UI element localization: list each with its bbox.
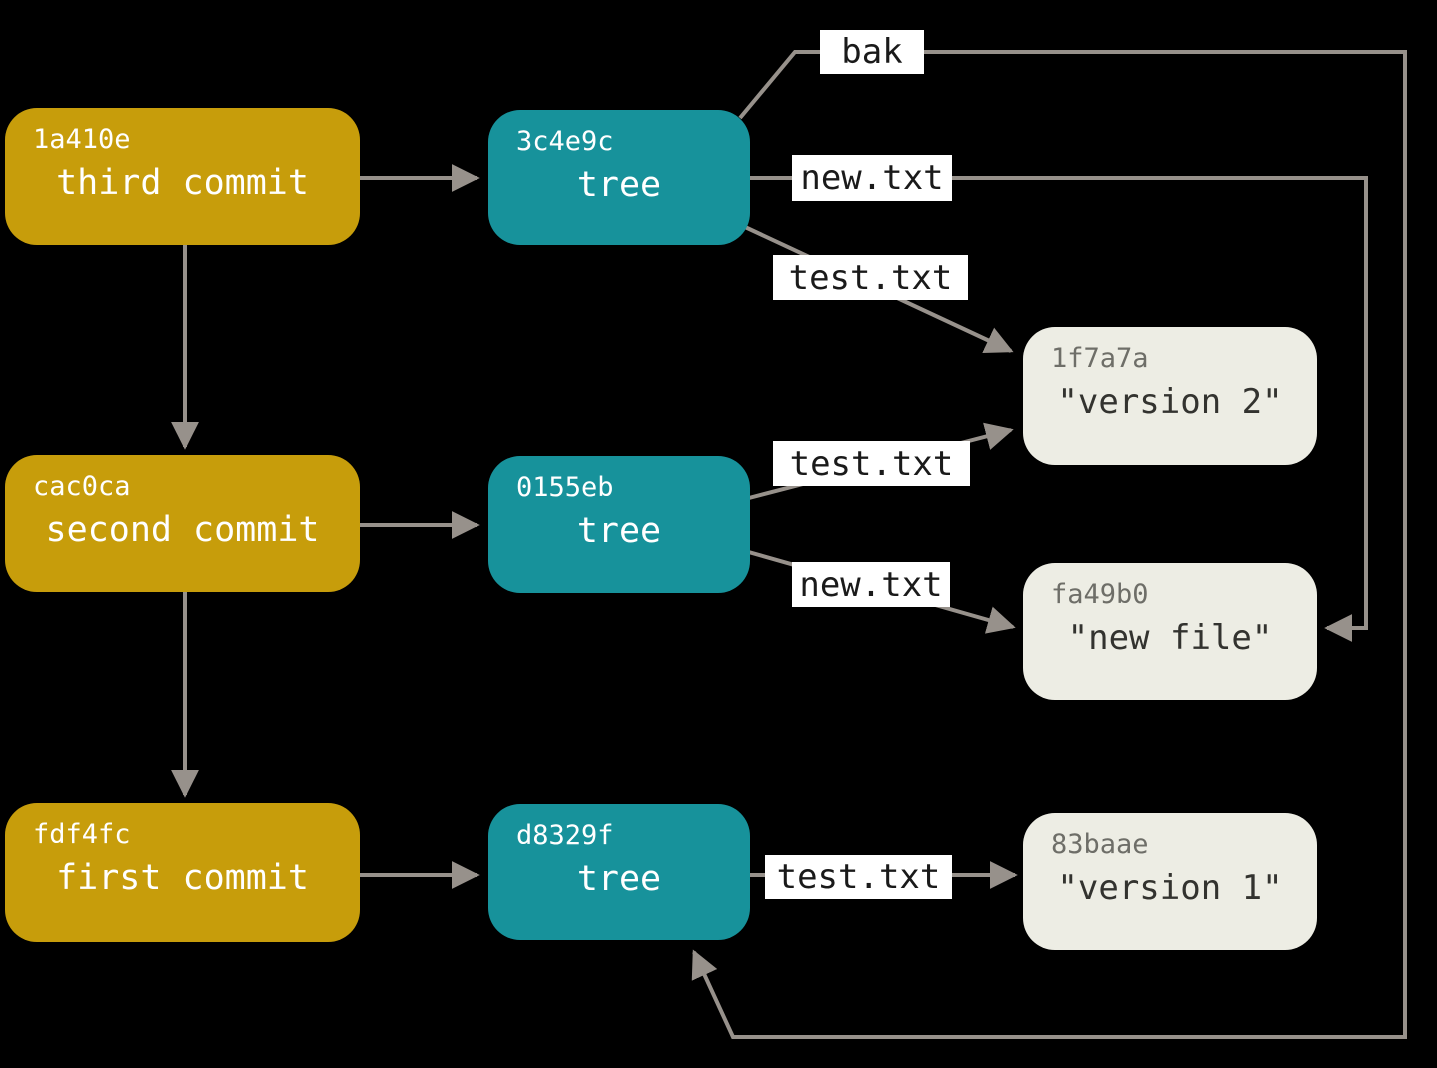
tree-hash: d8329f bbox=[516, 820, 614, 851]
edge-label-newtxt-mid: new.txt bbox=[792, 562, 950, 607]
commit-message: first commit bbox=[56, 858, 309, 898]
edge-bak-path bbox=[691, 50, 1407, 1039]
blob-hash: 83baae bbox=[1051, 829, 1149, 860]
tree-box-3c4e9c: 3c4e9c tree bbox=[488, 110, 750, 245]
blob-content: "version 1" bbox=[1057, 868, 1283, 908]
commit-hash: fdf4fc bbox=[33, 819, 131, 850]
tree-box-d8329f: d8329f tree bbox=[488, 804, 750, 940]
tree-label: tree bbox=[576, 165, 662, 205]
tree-hash: 0155eb bbox=[516, 472, 614, 503]
commit-message: second commit bbox=[45, 510, 320, 550]
commit-box-third: 1a410e third commit bbox=[5, 108, 360, 245]
blob-content: "new file" bbox=[1067, 618, 1273, 658]
commit-hash: 1a410e bbox=[33, 124, 131, 155]
blob-content: "version 2" bbox=[1057, 382, 1283, 422]
tree-hash: 3c4e9c bbox=[516, 126, 614, 157]
edge-label-testtxt-top: test.txt bbox=[773, 255, 968, 300]
blob-hash: 1f7a7a bbox=[1051, 343, 1149, 374]
blob-box-1f7a7a: 1f7a7a "version 2" bbox=[1023, 327, 1317, 465]
edge-label-newtxt-top: new.txt bbox=[792, 155, 952, 201]
commit-message: third commit bbox=[56, 163, 309, 203]
blob-hash: fa49b0 bbox=[1051, 579, 1149, 610]
blob-box-83baae: 83baae "version 1" bbox=[1023, 813, 1317, 950]
edge-label-bak: bak bbox=[820, 30, 924, 74]
edge-label-testtxt-mid: test.txt bbox=[773, 441, 970, 486]
edge-label-testtxt-bottom: test.txt bbox=[765, 855, 952, 899]
commit-box-second: cac0ca second commit bbox=[5, 455, 360, 592]
tree-box-0155eb: 0155eb tree bbox=[488, 456, 750, 593]
tree-label: tree bbox=[576, 511, 662, 551]
commit-hash: cac0ca bbox=[33, 471, 131, 502]
tree-label: tree bbox=[576, 859, 662, 899]
commit-box-first: fdf4fc first commit bbox=[5, 803, 360, 942]
edge-newtxt-top-path bbox=[750, 176, 1368, 642]
blob-box-fa49b0: fa49b0 "new file" bbox=[1023, 563, 1317, 700]
